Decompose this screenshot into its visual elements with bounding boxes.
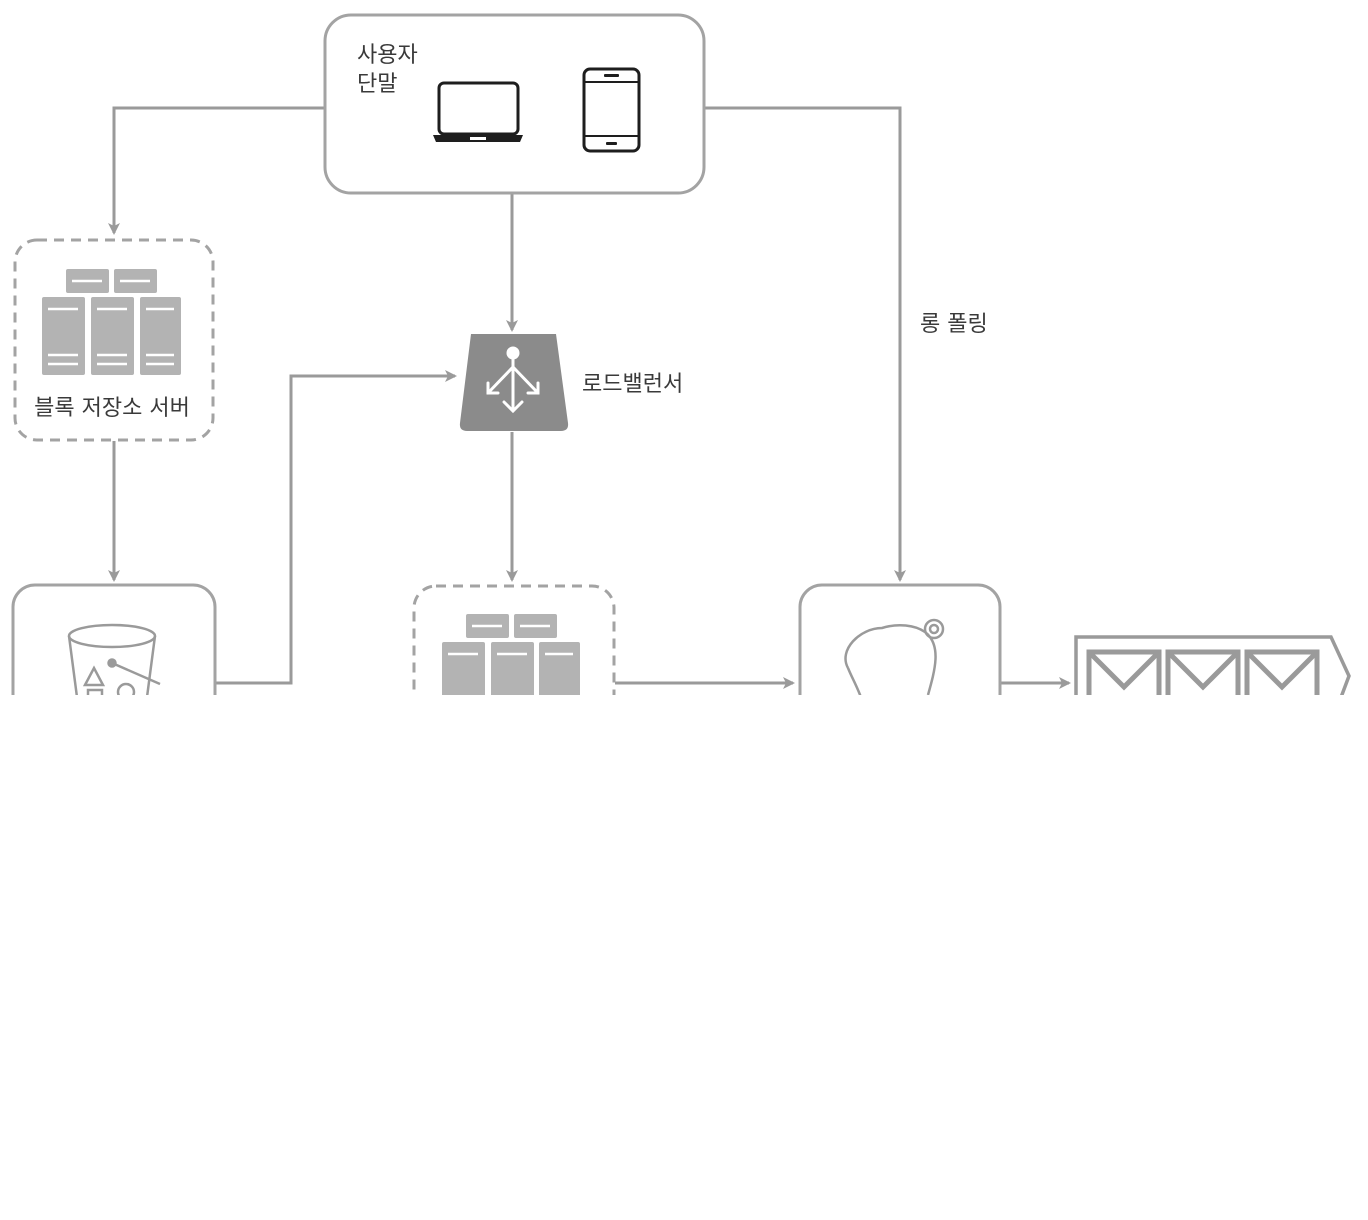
edge-long-polling — [704, 106, 906, 582]
server-cluster-icon — [442, 614, 580, 695]
cloud-storage-node — [11, 583, 217, 695]
envelope-icon — [1165, 649, 1241, 695]
user-terminal-box — [323, 13, 706, 195]
diagram-canvas: 사용자 단말 — [11, 13, 1351, 695]
system-diagram: 사용자 단말 — [11, 13, 1351, 695]
laptop-icon — [433, 81, 523, 142]
user-terminal-label-line2: 단말 — [357, 72, 397, 97]
edge-user-to-block-storage — [108, 106, 325, 235]
envelope-icon — [1086, 649, 1162, 695]
notification-service-node — [798, 583, 1002, 695]
server-cluster-icon — [42, 269, 181, 375]
queue-outline — [1074, 635, 1351, 695]
edge-cloud-storage-to-load-balancer — [216, 370, 457, 685]
user-terminal-node: 사용자 단말 — [323, 13, 706, 195]
load-balancer-arrows-icon — [486, 346, 540, 414]
envelope-icon — [1244, 649, 1320, 695]
load-balancer-node: 로드밸런서 — [459, 334, 683, 431]
edges — [108, 106, 1071, 689]
notification-service-box — [798, 583, 1002, 695]
api-server-node — [412, 584, 616, 695]
load-balancer-label: 로드밸런서 — [582, 372, 683, 397]
bucket-icon — [67, 623, 161, 695]
block-storage-label: 블록 저장소 서버 — [34, 396, 190, 421]
cloud-storage-box — [11, 583, 217, 695]
message-queue-node — [1074, 635, 1351, 695]
block-storage-server-node: 블록 저장소 서버 — [13, 238, 215, 442]
user-terminal-label-line1: 사용자 — [357, 43, 418, 68]
bell-icon — [844, 618, 945, 695]
tablet-icon — [582, 67, 641, 153]
long-polling-label: 롱 폴링 — [920, 312, 988, 337]
